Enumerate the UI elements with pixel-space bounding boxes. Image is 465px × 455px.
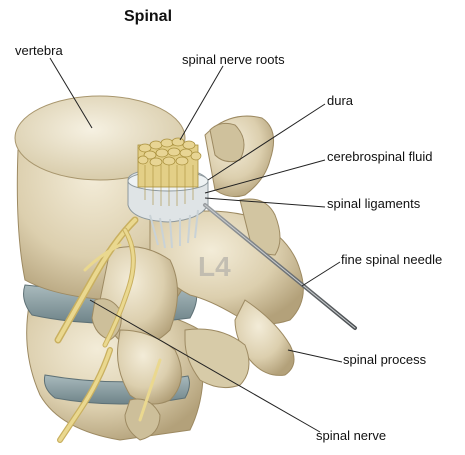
- label-spinal-process: spinal process: [343, 352, 426, 367]
- label-vertebra: vertebra: [15, 43, 63, 58]
- label-cerebrospinal-fluid: cerebrospinal fluid: [327, 149, 433, 164]
- label-spinal-nerve: spinal nerve: [316, 428, 386, 443]
- label-spinal-nerve-roots: spinal nerve roots: [182, 52, 285, 67]
- label-fine-spinal-needle: fine spinal needle: [341, 252, 442, 267]
- label-spinal-ligaments: spinal ligaments: [327, 196, 420, 211]
- vertebral-level-label: L4: [198, 251, 231, 282]
- label-dura: dura: [327, 93, 353, 108]
- diagram-title: Spinal: [124, 8, 172, 26]
